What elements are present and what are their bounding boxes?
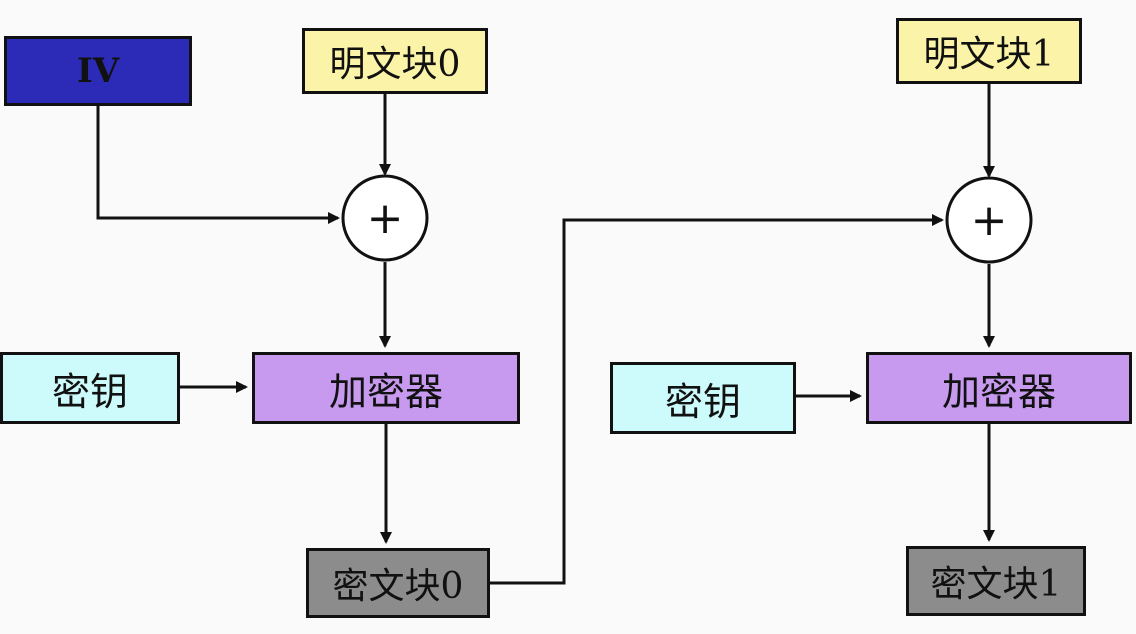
encryptor-box-1-label: 加密器 xyxy=(941,369,1056,414)
xor1-node: + xyxy=(945,176,1033,264)
ciphertext-block-1: 密文块1 xyxy=(906,546,1086,616)
key-box-1: 密钥 xyxy=(610,362,796,434)
plaintext-block-0: 明文块0 xyxy=(302,28,488,94)
key-box-1-label: 密钥 xyxy=(664,379,741,424)
encryptor-box-1: 加密器 xyxy=(866,352,1132,424)
plaintext-block-1-label: 明文块1 xyxy=(923,34,1055,75)
xor1-symbol: + xyxy=(971,195,1008,246)
ciphertext0-to-xor1-arrow xyxy=(490,214,944,585)
encryptor-box-0-label: 加密器 xyxy=(328,369,443,414)
ciphertext-block-0-label: 密文块0 xyxy=(332,566,464,607)
ciphertext-block-0: 密文块0 xyxy=(306,548,490,618)
encryptor-box-0: 加密器 xyxy=(252,352,520,424)
key-box-0: 密钥 xyxy=(0,352,180,424)
iv-label: IV xyxy=(76,51,120,91)
iv-box: IV xyxy=(4,36,192,106)
xor0-node: + xyxy=(341,174,429,262)
ciphertext-block-1-label: 密文块1 xyxy=(930,564,1062,605)
xor0-symbol: + xyxy=(367,193,404,244)
plaintext-block-1: 明文块1 xyxy=(896,18,1082,84)
iv-to-xor0-arrow xyxy=(96,106,340,224)
key-box-0-label: 密钥 xyxy=(51,369,128,414)
plaintext-block-0-label: 明文块0 xyxy=(329,44,461,85)
